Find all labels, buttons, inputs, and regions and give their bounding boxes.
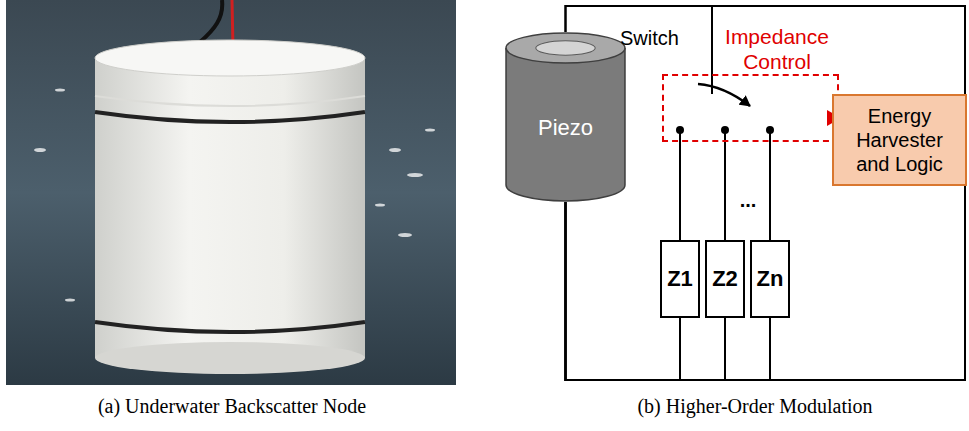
node-text: Zn [757,266,784,292]
harvester-box: Energy Harvester and Logic [832,94,967,186]
circuit-wire [566,202,726,380]
glint [425,129,435,132]
glint [34,148,46,152]
circuit-wire [566,186,966,380]
node-photo [6,0,456,385]
glint [55,89,65,92]
glint [407,173,423,177]
switch-blade [698,84,750,106]
ellipsis: ... [740,188,757,212]
impedance-element: Z2 [705,240,745,318]
housing-top [95,40,365,76]
cable [200,0,222,42]
housing-bottom [95,342,365,374]
circuit-wire [566,202,771,380]
node-text: Piezo [538,93,593,141]
impedance-control-box: Impedance Control [662,74,839,142]
node-text: Z2 [712,266,738,292]
housing-band [95,322,365,332]
node-housing [95,58,365,358]
impedance-element: Z1 [660,240,700,318]
piezo-cylinder: Piezo [505,32,626,202]
glint [389,148,401,152]
cylinder-bore [536,41,595,55]
switch-symbol [676,74,774,142]
caption: (b) Higher-Order Modulation [637,394,872,418]
switch-label: Switch [620,26,679,50]
housing-band [95,112,365,122]
box-heading: Impedance Control [717,24,837,74]
glint [375,204,385,207]
cylinder-top [506,33,625,63]
switch-pivot [711,74,713,94]
circuit-wire [769,142,771,240]
water-surface [6,0,456,385]
impedance-element: Zn [750,240,790,318]
cylinder-body [506,48,625,201]
cap-seam [95,96,365,106]
glint [65,299,75,302]
node-text: Energy Harvester and Logic [838,104,961,176]
caption: (a) Underwater Backscatter Node [98,394,366,418]
circuit-wire [724,142,726,240]
node-text: Z1 [667,266,693,292]
glint [398,233,412,237]
circuit-wire [679,142,681,240]
